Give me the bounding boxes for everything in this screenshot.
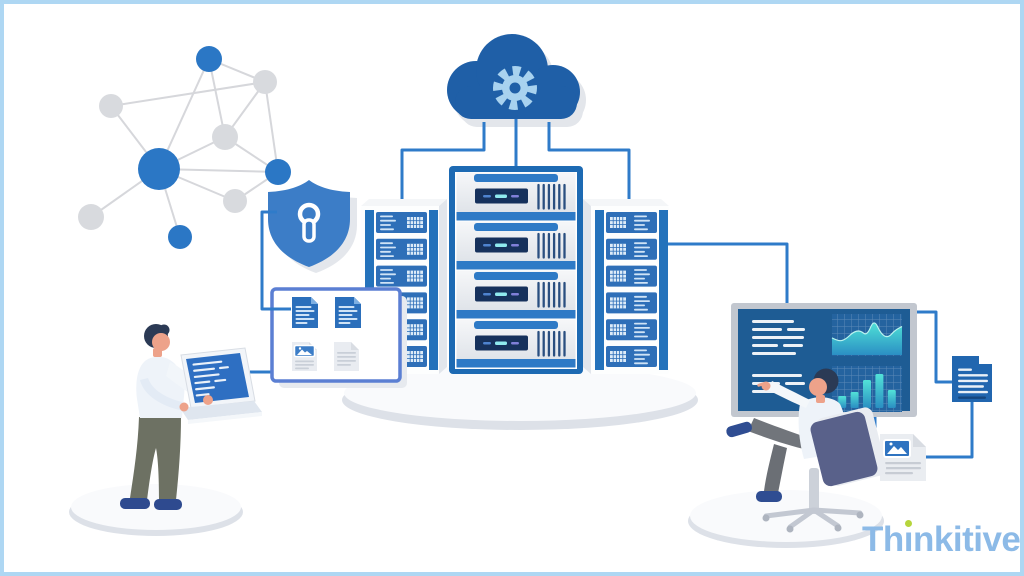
monitor-area-chart [831, 314, 903, 356]
platform-main [342, 365, 698, 430]
person-pointing-arm [768, 381, 810, 408]
man-hand [179, 402, 189, 412]
monitor-bar-chart [832, 366, 902, 412]
laptop-screen-lines [192, 360, 229, 397]
person-shoe [726, 421, 752, 438]
keyhole-stem [302, 218, 316, 243]
network-nodes [78, 46, 291, 249]
blue-document-lines [958, 368, 988, 399]
laptop-screen [186, 353, 249, 403]
server-tower-right [583, 199, 669, 374]
dashboard-monitor [731, 303, 917, 417]
shield-keyhole-icon [268, 180, 357, 273]
cloud-icon [447, 34, 586, 127]
person-neck [816, 395, 825, 403]
text-document-icon [334, 342, 359, 371]
blue-document-icon-large [952, 356, 992, 402]
connector-tower-monitor [668, 242, 789, 305]
man-hair-tuft [158, 324, 170, 336]
network-edges [90, 58, 279, 238]
platform-right [688, 490, 884, 548]
man-shoe [154, 499, 182, 510]
blue-document-icon [335, 297, 361, 328]
card-documents [292, 297, 361, 371]
laptop-keyboard [180, 401, 262, 420]
standing-man [120, 324, 262, 510]
man-face [152, 333, 170, 351]
illustration-svg [69, 34, 992, 548]
network-graph [78, 46, 291, 249]
man-pants [130, 417, 181, 500]
server-rack-units [456, 172, 576, 368]
server-rack [449, 166, 583, 374]
connector-cloud-left-tower [400, 122, 486, 206]
man-arm-left [140, 378, 182, 410]
brand-name: Thınkitive [862, 520, 1021, 559]
image-document-icon-large [880, 434, 926, 481]
cloud-connectors [400, 119, 631, 206]
person-face [809, 378, 827, 396]
office-chair-base [762, 468, 864, 533]
person-finger [757, 381, 766, 387]
connector-cloud-right-tower [547, 122, 631, 206]
right-tower-modules [606, 212, 657, 367]
blue-document-icon [292, 297, 318, 328]
office-chair-back [810, 407, 887, 487]
person-leg-upper [748, 418, 812, 450]
gear-icon [493, 66, 537, 110]
connector-monitor-bluedoc [914, 310, 952, 384]
laptop-icon [180, 347, 262, 424]
image-document-icon [292, 342, 317, 371]
platform-left [69, 484, 243, 536]
laptop-base-edge [188, 412, 262, 424]
connector-shield-card [260, 210, 291, 311]
right-documents [880, 356, 992, 481]
thinkitive-logo: Thınkitive [862, 520, 1021, 566]
connector-bluedoc-imagedoc [926, 402, 974, 459]
man-hand [203, 395, 213, 405]
person-leg-lower [764, 444, 787, 493]
person-shoe [756, 491, 782, 502]
sitting-person-group [726, 368, 887, 533]
man-shoe [120, 498, 150, 509]
